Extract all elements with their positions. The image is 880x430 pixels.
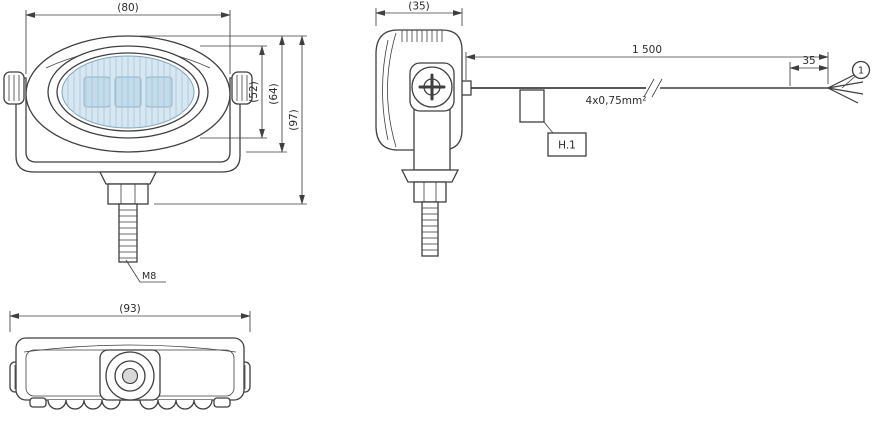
- dim-width-93-label: (93): [119, 303, 141, 315]
- dim-strip-length-35: 35: [789, 55, 829, 86]
- dim-depth-label: (35): [408, 1, 430, 13]
- side-view: (35): [375, 1, 472, 257]
- callout-1-balloon: 1: [841, 60, 871, 89]
- dim-width-93: (93): [9, 303, 251, 332]
- phillips-screw-cross: [418, 73, 446, 101]
- callout-number: 1: [858, 66, 864, 77]
- dim-strip-length-label: 35: [802, 55, 815, 67]
- cable-assembly: H.1 1 500 35 4x0,75mm² 1: [465, 44, 871, 157]
- threaded-stud: [118, 203, 138, 263]
- bottom-view: (93): [9, 303, 251, 410]
- lens-dome-contour: [387, 32, 397, 148]
- thread-label: M8: [142, 271, 156, 282]
- top-fins: [401, 30, 443, 42]
- corner-tab: [213, 397, 231, 408]
- thread-callout-m8: M8: [125, 259, 166, 283]
- threaded-stud-side: [421, 201, 439, 257]
- led-element: [145, 76, 173, 108]
- dim-overall-height-label: (97): [288, 109, 300, 131]
- connector-label: H.1: [558, 140, 576, 152]
- dim-depth-35: (35): [375, 1, 463, 26]
- wire-spec-label: 4x0,75mm²: [586, 95, 647, 107]
- right-wing-knob: [231, 71, 253, 105]
- dim-lens-height-52: (52): [200, 45, 267, 139]
- bracket-arm-side: [413, 103, 451, 171]
- dim-lens-height-label: (52): [248, 81, 260, 103]
- corner-tab: [29, 397, 47, 408]
- left-wing-knob: [3, 71, 25, 105]
- dim-width-label: (80): [117, 2, 139, 14]
- dim-cable-length-label: 1 500: [632, 44, 662, 56]
- lens-hatch-pattern: [67, 56, 189, 128]
- dim-body-height-label: (64): [268, 83, 280, 105]
- front-view: (80) (52) (64) (97) M8: [3, 2, 307, 283]
- connector-leader-line: [543, 121, 554, 134]
- dim-body-height-64: (64): [246, 35, 287, 153]
- mounting-bracket: [15, 77, 241, 173]
- top-face-contour: [23, 344, 237, 353]
- hex-nut-side: [413, 181, 447, 203]
- dim-width-80: (80): [25, 2, 231, 74]
- bracket-base-plate: [98, 171, 158, 185]
- cooling-fins-right: [139, 399, 213, 410]
- cable-marker-tag: [519, 89, 545, 123]
- hex-nut: [107, 183, 149, 205]
- dim-overall-height-97: (97): [140, 35, 307, 205]
- dim-cable-length-1500: 1 500: [465, 44, 829, 84]
- cable-break-symbol: [643, 78, 663, 98]
- mount-flange-side: [400, 169, 460, 183]
- cooling-fins-left: [47, 399, 121, 410]
- connector-label-box: H.1: [547, 132, 587, 157]
- lens-dome-contour: [382, 39, 389, 141]
- stud-end: [121, 367, 139, 385]
- led-element: [83, 76, 111, 108]
